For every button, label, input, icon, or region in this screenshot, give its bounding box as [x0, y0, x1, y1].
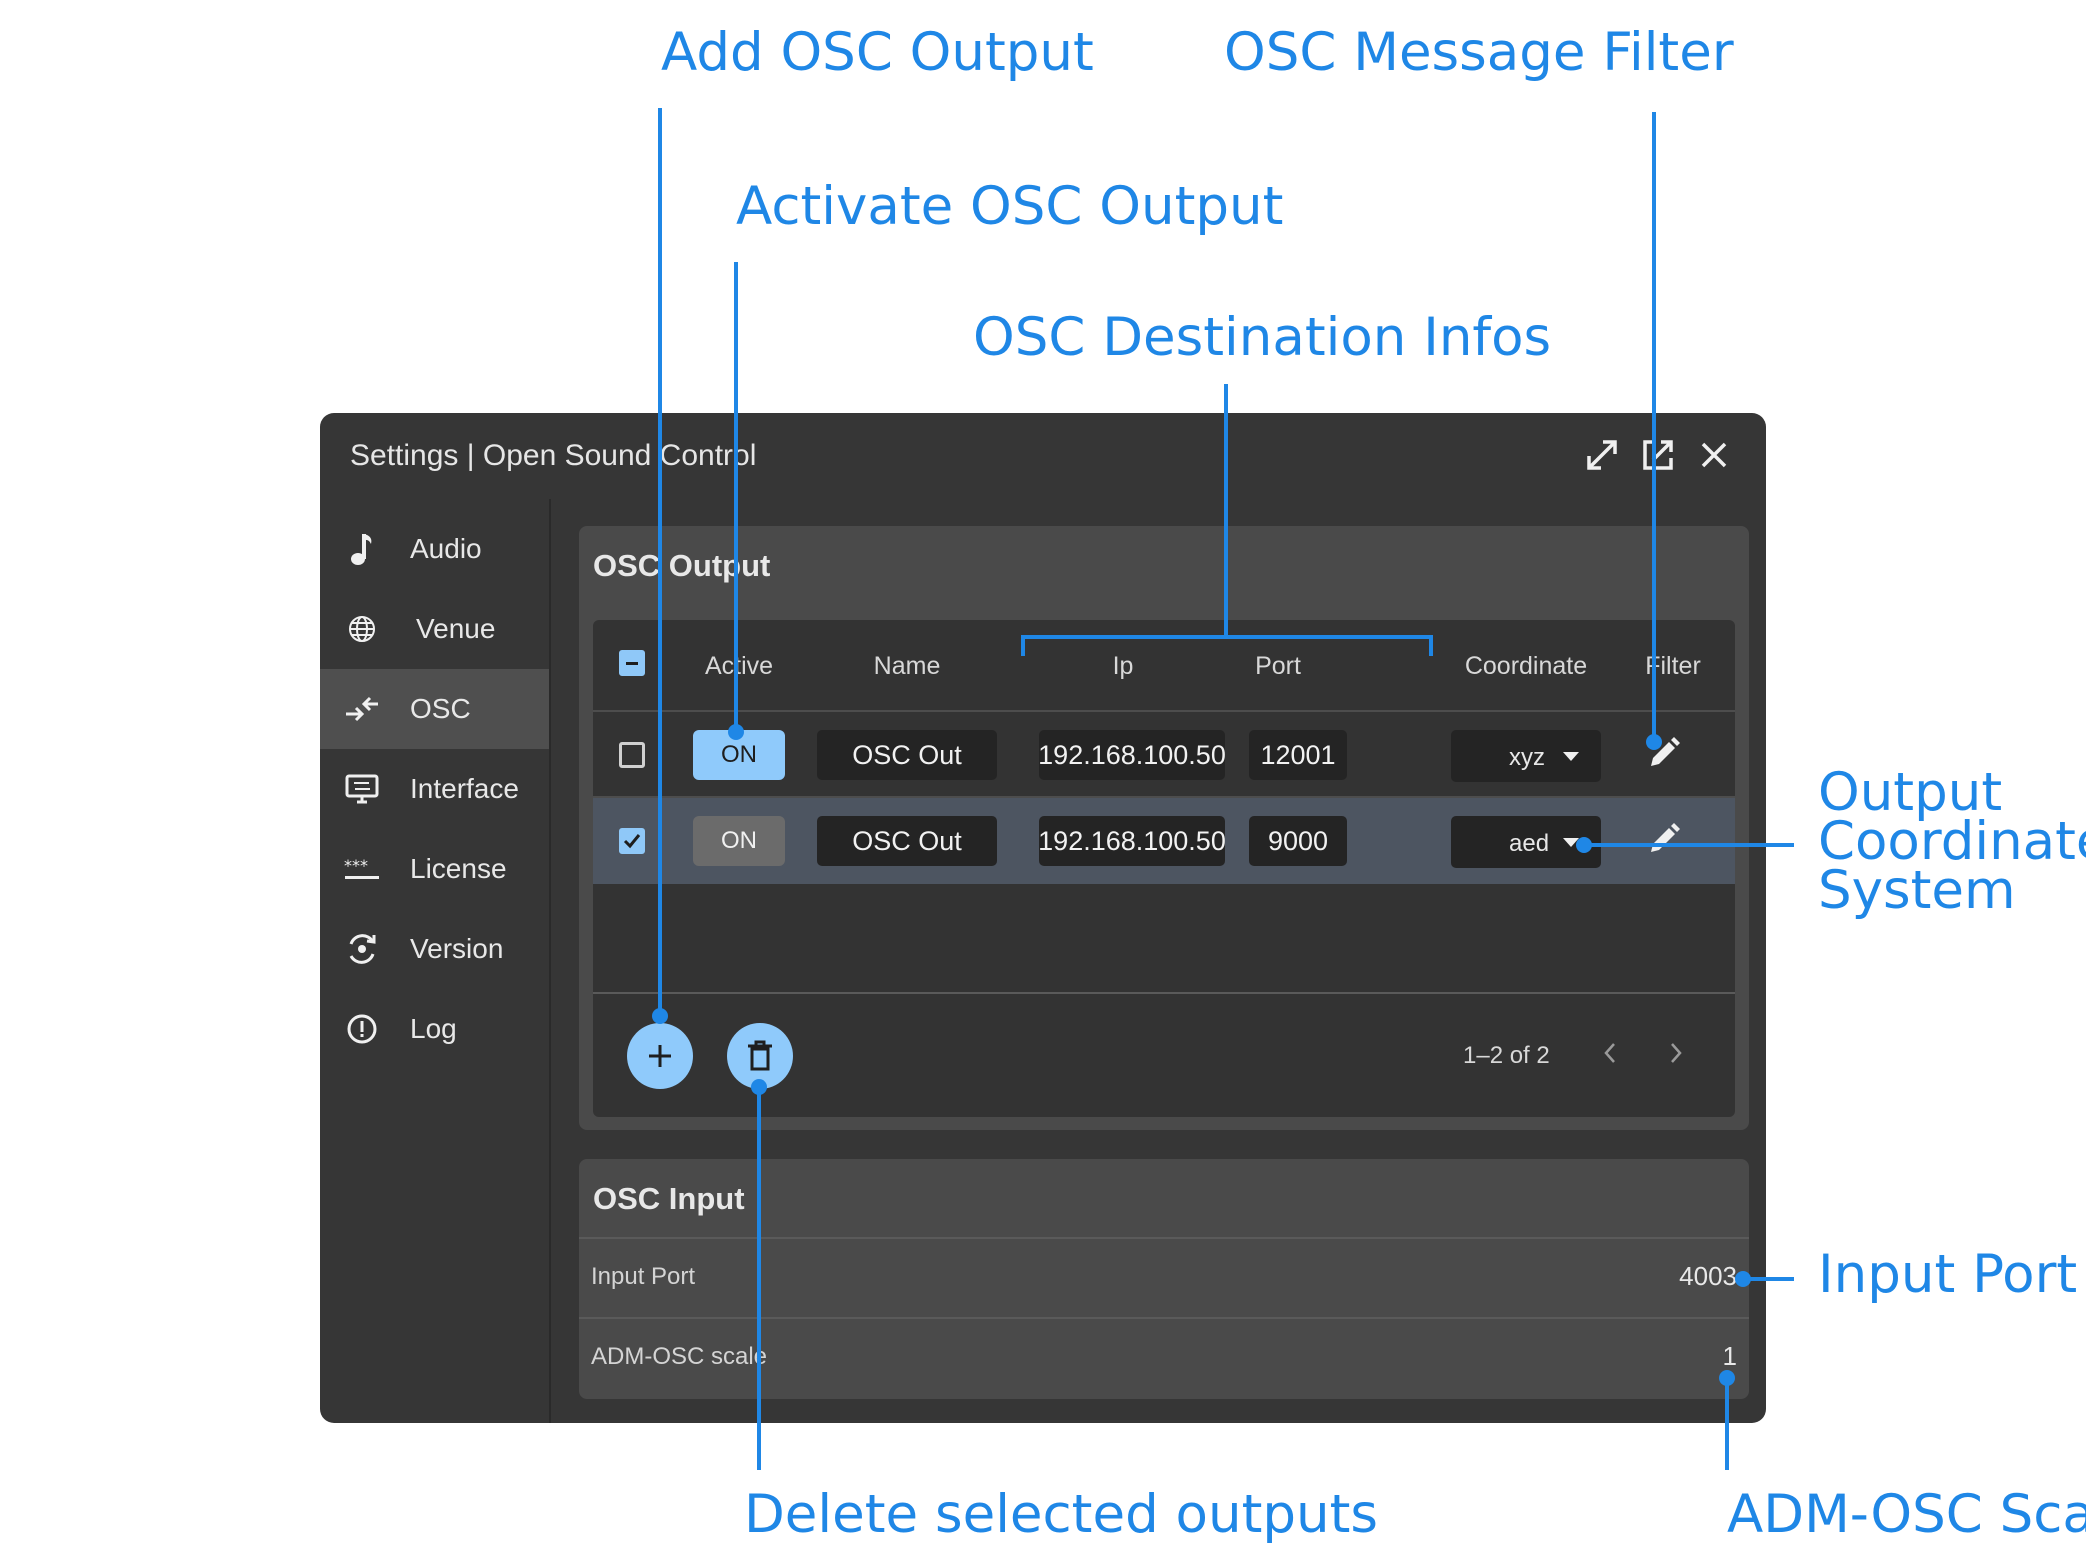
osc-output-panel: OSC Output Active Name Ip Port Coordinat…: [579, 526, 1749, 1130]
chevron-left-icon[interactable]: [1595, 1038, 1625, 1068]
table-row[interactable]: ON OSC Out 192.168.100.50 9000 aed: [593, 796, 1735, 884]
column-header-port: Port: [1255, 652, 1301, 680]
sidebar-item-osc[interactable]: OSC: [320, 669, 549, 749]
monitor-icon: [344, 771, 380, 807]
input-port-value[interactable]: 4003: [1679, 1261, 1737, 1291]
column-header-ip: Ip: [1112, 652, 1134, 680]
ip-field[interactable]: 192.168.100.50: [1038, 730, 1226, 780]
row-checkbox[interactable]: [619, 742, 645, 768]
column-header-filter: Filter: [1645, 652, 1701, 680]
input-port-label: Input Port: [591, 1263, 696, 1290]
sidebar-item-label: Log: [410, 1013, 457, 1044]
active-toggle-button[interactable]: ON: [693, 816, 785, 866]
annotation-osc-destination-infos: OSC Destination Infos: [973, 307, 1552, 368]
sidebar-item-label: OSC: [410, 693, 471, 724]
sidebar-item-license[interactable]: *** License: [320, 829, 549, 909]
annotation-adm-osc-scale: ADM-OSC Scale: [1727, 1484, 2086, 1545]
row-checkbox[interactable]: [619, 828, 645, 854]
pagination-range: 1–2 of 2: [1463, 1042, 1550, 1069]
sidebar-item-log[interactable]: Log: [320, 989, 549, 1069]
coordinate-value: xyz: [1509, 744, 1545, 771]
music-note-icon: [344, 531, 380, 567]
sidebar-item-label: Interface: [410, 773, 519, 804]
sidebar-item-label: License: [410, 853, 507, 884]
sidebar-item-label: Version: [410, 933, 504, 964]
coordinate-select[interactable]: aed: [1451, 816, 1601, 868]
refresh-eye-icon: [344, 931, 380, 967]
annotation-delete-selected-outputs: Delete selected outputs: [744, 1484, 1378, 1545]
column-header-name: Name: [873, 652, 941, 680]
open-external-icon[interactable]: [1638, 435, 1678, 475]
annotation-osc-message-filter: OSC Message Filter: [1224, 22, 1734, 83]
expand-icon[interactable]: [1582, 435, 1622, 475]
caret-down-icon: [1563, 838, 1579, 847]
name-field[interactable]: OSC Out: [817, 730, 997, 780]
trash-icon: [748, 1040, 772, 1071]
name-field[interactable]: OSC Out: [817, 816, 997, 866]
adm-osc-scale-label: ADM-OSC scale: [591, 1343, 768, 1370]
password-dots-icon: ***: [344, 851, 380, 887]
column-header-active: Active: [704, 652, 774, 680]
adm-osc-scale-value[interactable]: 1: [1722, 1341, 1737, 1371]
select-all-checkbox[interactable]: [619, 650, 645, 676]
osc-input-title: OSC Input: [593, 1181, 745, 1216]
sidebar-item-venue[interactable]: Venue: [320, 589, 549, 669]
port-field[interactable]: 9000: [1249, 816, 1347, 866]
osc-output-table: Active Name Ip Port Coordinate Filter ON…: [593, 620, 1735, 1117]
sidebar: Audio Venue OSC Interface *** License: [320, 499, 549, 1423]
sidebar-item-audio[interactable]: Audio: [320, 509, 549, 589]
globe-icon: [344, 611, 380, 647]
osc-input-panel: OSC Input Input Port 4003 ADM-OSC scale …: [579, 1159, 1749, 1399]
column-header-coordinate: Coordinate: [1464, 652, 1588, 680]
svg-text:***: ***: [344, 857, 368, 875]
alert-circle-icon: [344, 1011, 380, 1047]
sidebar-divider: [549, 499, 551, 1423]
window-title: Settings | Open Sound Control: [350, 439, 757, 472]
chevron-right-icon[interactable]: [1661, 1038, 1691, 1068]
add-output-button[interactable]: [627, 1023, 693, 1089]
annotation-output-coordinate-system: Output Coordinate System: [1818, 762, 2086, 921]
pencil-icon[interactable]: [1643, 820, 1683, 860]
sidebar-item-interface[interactable]: Interface: [320, 749, 549, 829]
table-footer-divider: [593, 992, 1735, 994]
caret-down-icon: [1563, 752, 1579, 761]
table-row[interactable]: ON OSC Out 192.168.100.50 12001 xyz: [593, 710, 1735, 798]
annotation-input-port: Input Port: [1818, 1244, 2078, 1305]
osc-output-title: OSC Output: [593, 548, 771, 583]
sidebar-item-label: Audio: [410, 533, 482, 564]
pencil-icon[interactable]: [1643, 734, 1683, 774]
delete-selected-button[interactable]: [727, 1023, 793, 1089]
settings-window: Settings | Open Sound Control Audio Venu…: [320, 413, 1766, 1423]
annotation-add-osc-output: Add OSC Output: [661, 22, 1094, 83]
plus-icon: [649, 1045, 671, 1067]
ip-field[interactable]: 192.168.100.50: [1038, 816, 1226, 866]
input-port-row[interactable]: Input Port 4003: [579, 1237, 1749, 1317]
close-icon[interactable]: [1694, 435, 1734, 475]
annotation-activate-osc-output: Activate OSC Output: [736, 176, 1284, 237]
coordinate-select[interactable]: xyz: [1451, 730, 1601, 782]
port-field[interactable]: 12001: [1249, 730, 1347, 780]
adm-osc-scale-row[interactable]: ADM-OSC scale 1: [579, 1317, 1749, 1397]
arrows-swap-icon: [344, 691, 380, 727]
sidebar-item-version[interactable]: Version: [320, 909, 549, 989]
sidebar-item-label: Venue: [416, 613, 496, 644]
coordinate-value: aed: [1509, 830, 1550, 857]
active-toggle-button[interactable]: ON: [693, 730, 785, 780]
